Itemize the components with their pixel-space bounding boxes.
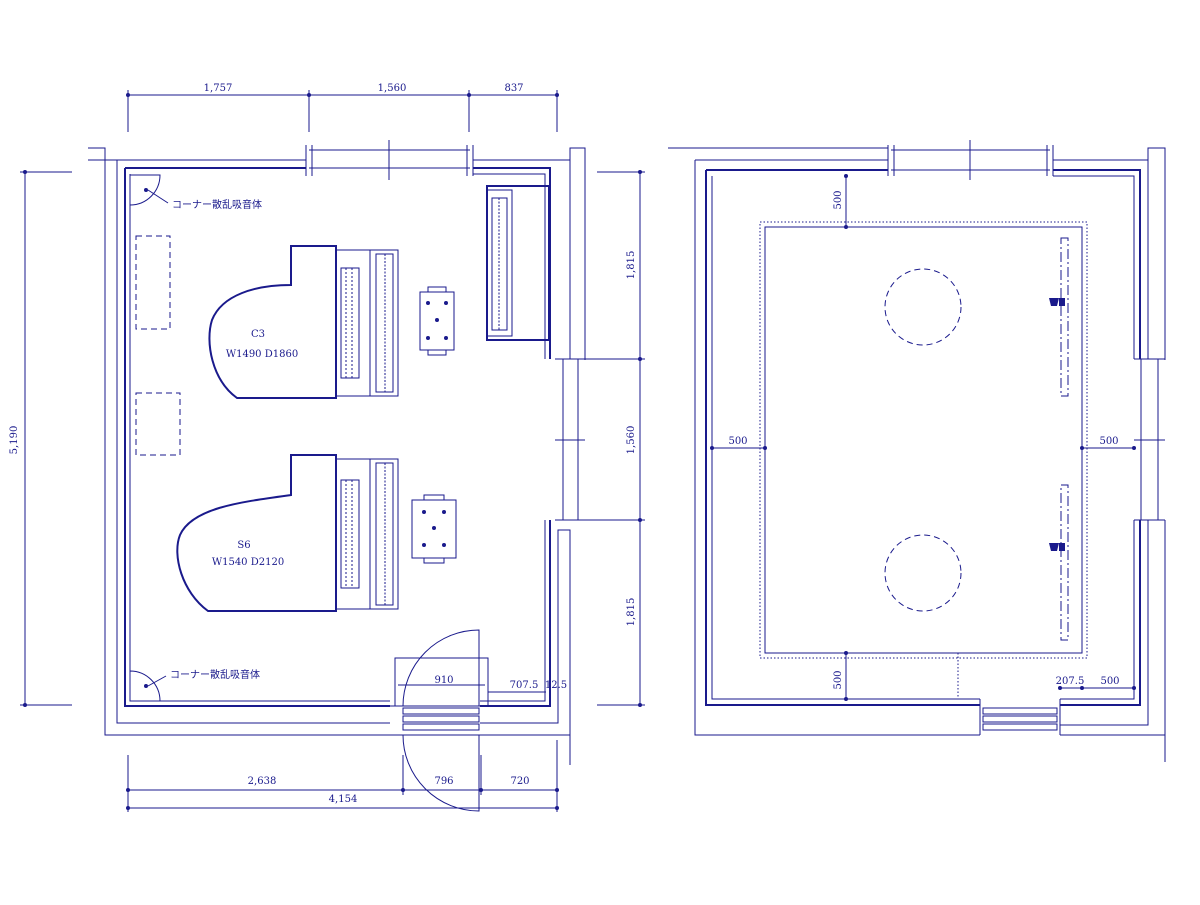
piano2-size: W1540 D2120 — [212, 557, 284, 568]
piano2-model: S6 — [237, 540, 250, 551]
dim-bottom-3: 720 — [510, 776, 529, 787]
corner-absorber-top: コーナー散乱吸音体 — [129, 174, 262, 211]
dim-bottom-1: 2,638 — [248, 776, 277, 787]
door-offset: 707.5 — [510, 680, 539, 691]
left-side-dimension: 5,190 — [9, 170, 72, 707]
light-track-1 — [1049, 237, 1069, 397]
keyboard-s6 — [375, 462, 394, 606]
dim-left: 5,190 — [9, 426, 20, 455]
right-side-dimensions: 1,815 1,560 1,815 — [570, 170, 645, 707]
right-walls — [668, 140, 1166, 762]
dim-top-3: 837 — [504, 83, 523, 94]
light-track-2 — [1049, 484, 1069, 641]
left-walls — [88, 140, 586, 765]
dashed-panel-1 — [135, 235, 171, 330]
grand-piano-s6: S6 W1540 D2120 — [176, 454, 399, 612]
right-plan-dimensions: 500 500 500 500 207.5 500 — [710, 174, 1136, 701]
dim-top-2: 1,560 — [378, 83, 407, 94]
upright-piano — [486, 185, 550, 341]
ceiling-diffuser-2 — [884, 534, 962, 612]
rp-dim-left: 500 — [728, 436, 747, 447]
door-gap: 12.5 — [545, 680, 567, 691]
piano1-size: W1490 D1860 — [226, 349, 298, 360]
rp-dim-right: 500 — [1099, 436, 1118, 447]
corner-absorber-bottom: コーナー散乱吸音体 — [129, 668, 260, 702]
rp-dim-bottom: 500 — [833, 670, 844, 689]
grand-piano-c3: C3 W1490 D1860 — [208, 245, 399, 399]
left-bottom-dimensions: 2,638 796 720 4,154 — [126, 740, 559, 812]
piano-bench-1 — [419, 286, 455, 356]
corner-label-top: コーナー散乱吸音体 — [172, 198, 262, 211]
keyboard-c3 — [375, 253, 394, 393]
dim-top-1: 1,757 — [204, 83, 233, 94]
rp-dim-bottom-right-2: 500 — [1100, 676, 1119, 687]
piano-bench-2 — [411, 494, 457, 564]
door-width: 910 — [434, 675, 453, 686]
ceiling-panel — [759, 221, 1088, 659]
rp-dim-top: 500 — [833, 190, 844, 209]
dim-bottom-total: 4,154 — [329, 794, 358, 805]
corner-label-bottom: コーナー散乱吸音体 — [170, 668, 260, 681]
entrance-door: 910 707.5 12.5 — [390, 629, 567, 812]
left-top-dimensions: 1,757 1,560 837 — [126, 83, 559, 132]
dim-bottom-2: 796 — [434, 776, 453, 787]
piano1-model: C3 — [251, 329, 265, 340]
dashed-panel-2 — [135, 392, 181, 456]
dim-right-3: 1,815 — [626, 598, 637, 627]
rp-dim-bottom-right-1: 207.5 — [1056, 676, 1085, 687]
dim-right-1: 1,815 — [626, 251, 637, 280]
ceiling-diffuser-1 — [884, 268, 962, 346]
left-plan: 1,757 1,560 837 5,190 1,815 1,560 1,815 — [9, 83, 645, 812]
dim-right-2: 1,560 — [626, 426, 637, 455]
right-plan: 500 500 500 500 207.5 500 — [668, 140, 1166, 762]
